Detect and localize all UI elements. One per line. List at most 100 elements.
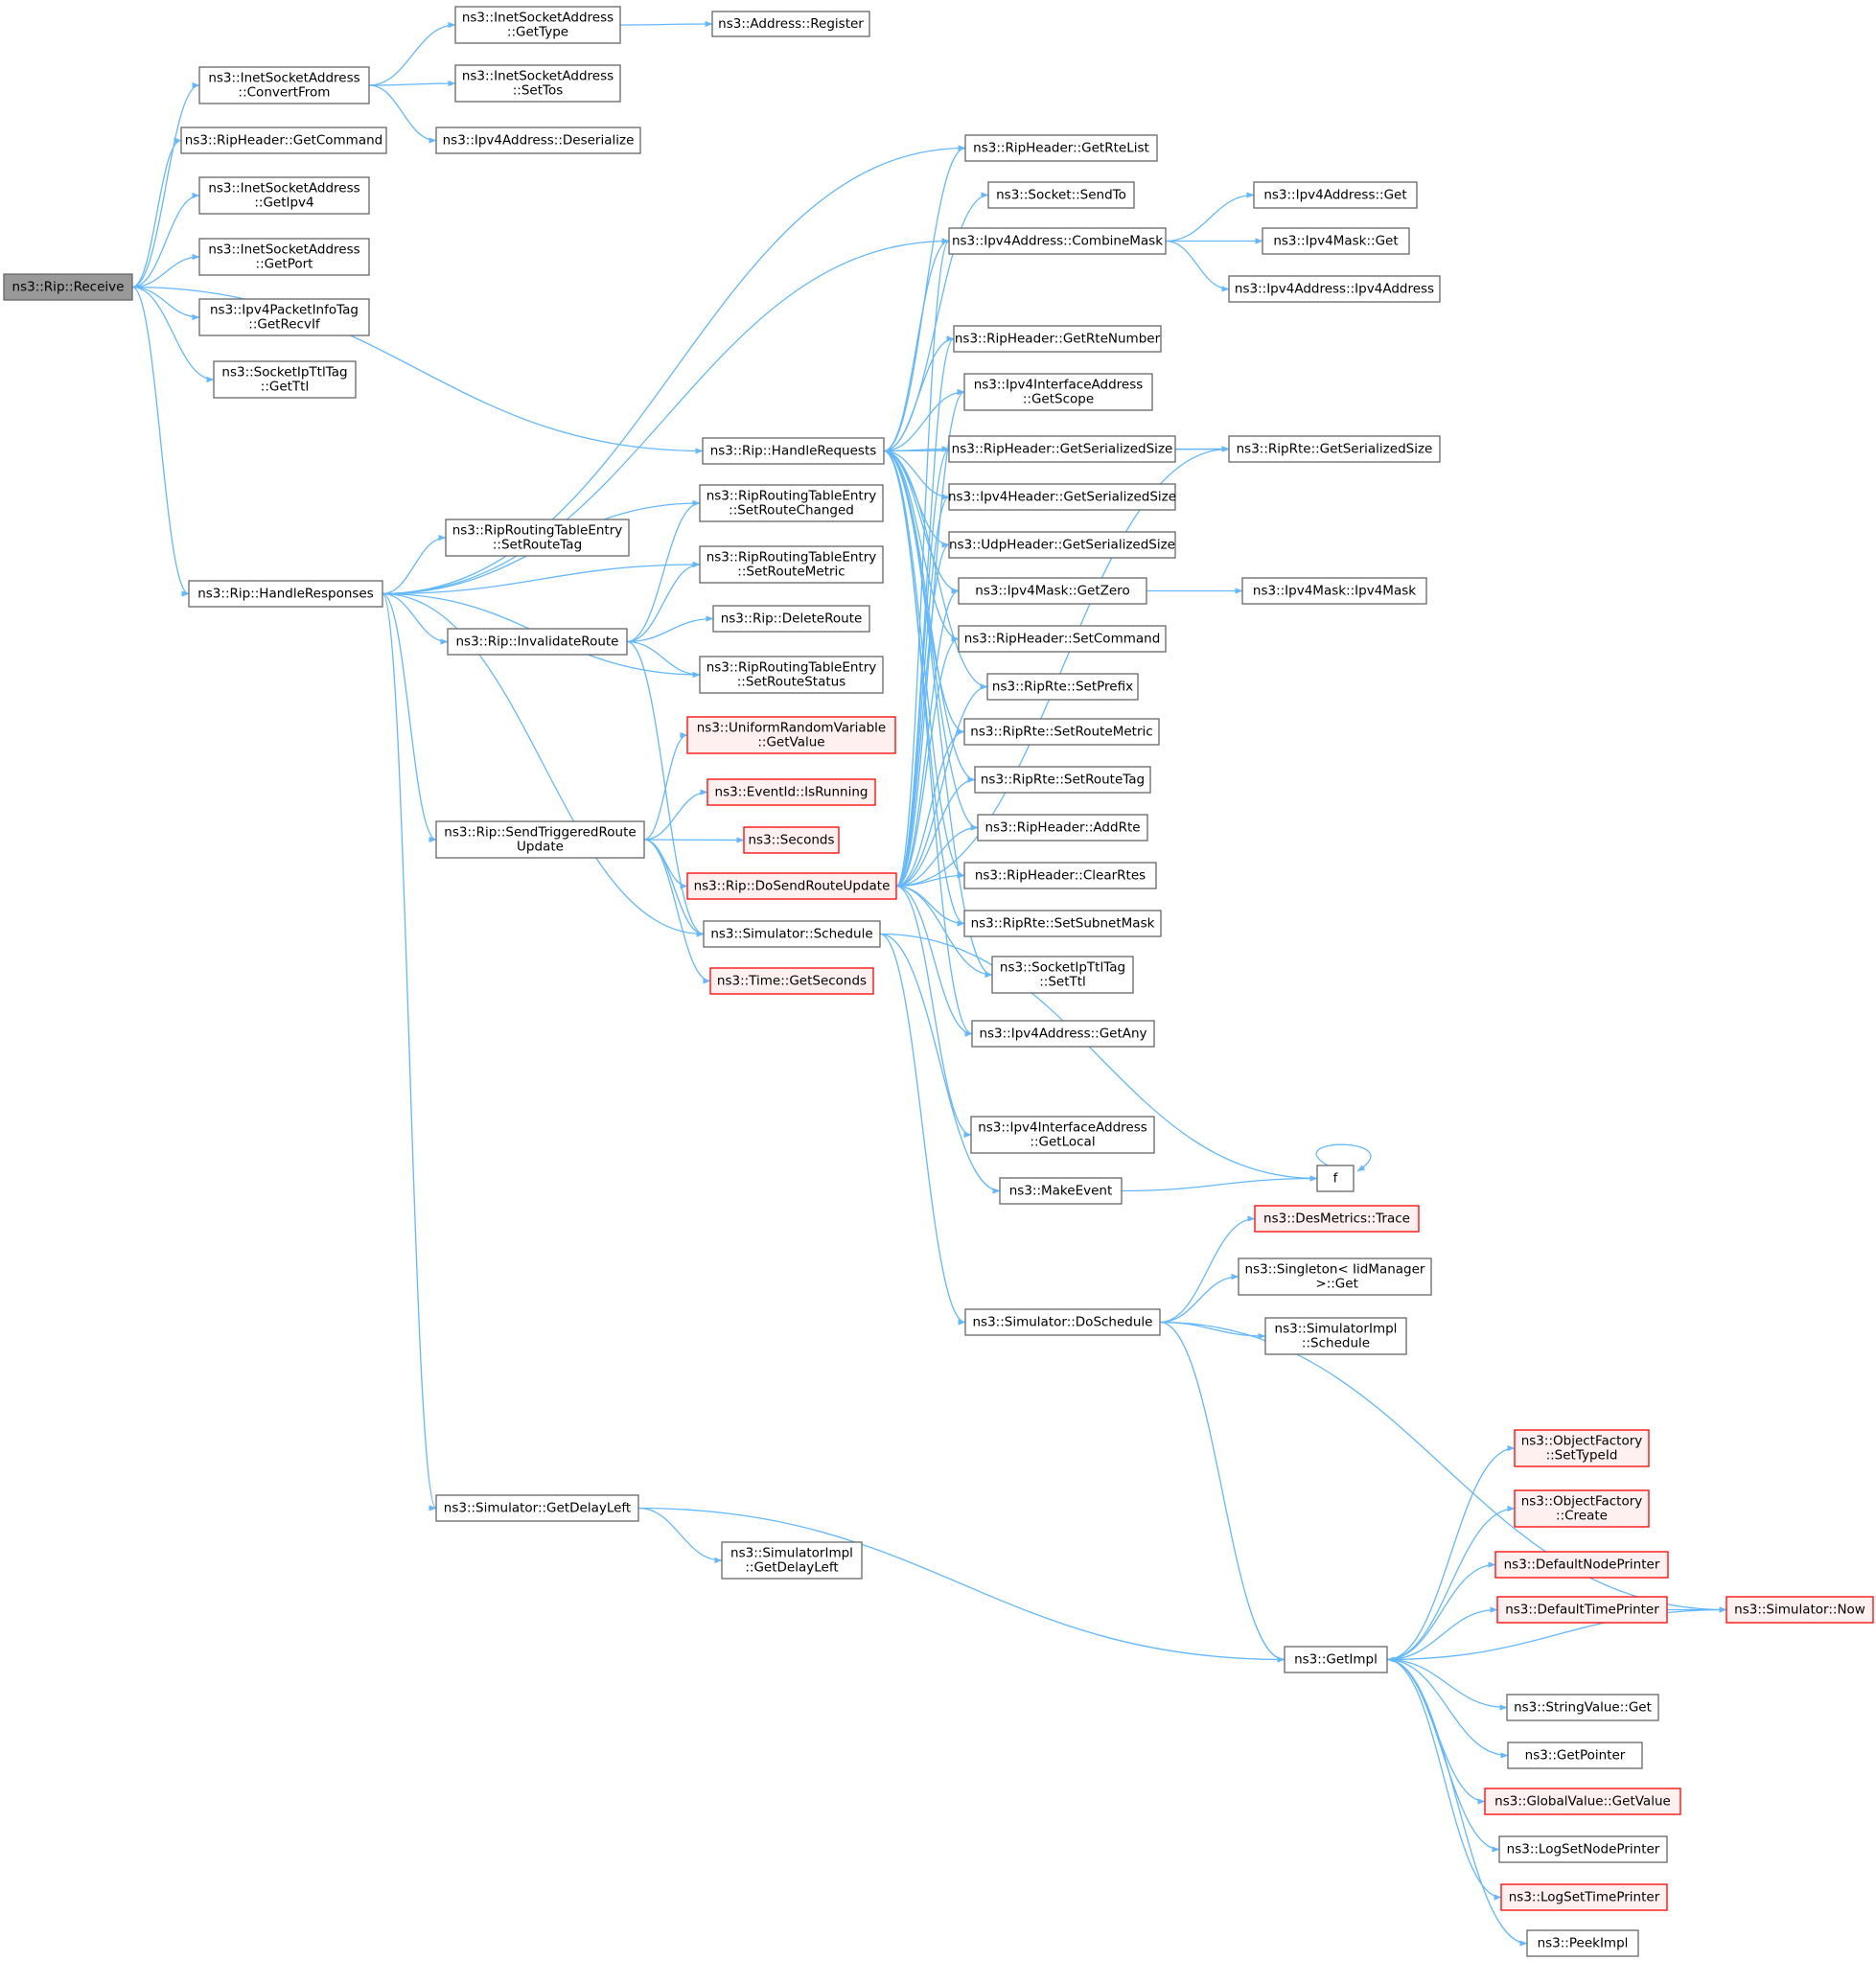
node-getrtelist[interactable]: ns3::RipHeader::GetRteList	[964, 134, 1158, 162]
node-convertfrom[interactable]: ns3::InetSocketAddress::ConvertFrom	[198, 66, 370, 104]
node-box[interactable]	[686, 872, 897, 900]
node-box[interactable]	[1498, 1835, 1668, 1863]
node-setttl[interactable]: ns3::SocketIpTtlTag::SetTtl	[991, 956, 1134, 994]
node-doschedule[interactable]: ns3::Simulator::DoSchedule	[964, 1308, 1161, 1336]
node-box[interactable]	[948, 483, 1176, 511]
node-box[interactable]	[1253, 181, 1418, 209]
node-box[interactable]	[963, 862, 1157, 889]
node-setprefix[interactable]: ns3::RipRte::SetPrefix	[986, 673, 1139, 701]
node-box[interactable]	[435, 127, 641, 154]
node-handleresponses[interactable]: ns3::Rip::HandleResponses	[188, 580, 383, 608]
node-box[interactable]	[699, 484, 884, 522]
node-box[interactable]	[1514, 1489, 1650, 1528]
node-ipv4addrget[interactable]: ns3::Ipv4Address::Get	[1253, 181, 1418, 209]
node-peekimpl[interactable]: ns3::PeekImpl	[1526, 1929, 1639, 1957]
node-box[interactable]	[1264, 1317, 1407, 1355]
node-dosendrouteupdate[interactable]: ns3::Rip::DoSendRouteUpdate	[686, 872, 897, 900]
node-create[interactable]: ns3::ObjectFactory::Create	[1514, 1489, 1650, 1528]
node-box[interactable]	[686, 716, 896, 754]
node-box[interactable]	[970, 1116, 1155, 1154]
node-getrtenumber[interactable]: ns3::RipHeader::GetRteNumber	[953, 325, 1162, 353]
node-box[interactable]	[971, 1020, 1155, 1048]
node-box[interactable]	[1262, 227, 1410, 255]
node-clearrtes[interactable]: ns3::RipHeader::ClearRtes	[963, 862, 1157, 889]
node-gettype[interactable]: ns3::InetSocketAddress::GetType	[454, 6, 621, 44]
node-seconds[interactable]: ns3::Seconds	[743, 826, 840, 854]
node-setroutechanged[interactable]: ns3::RipRoutingTableEntry::SetRouteChang…	[699, 484, 884, 522]
node-defaulttimeprinter[interactable]: ns3::DefaultTimePrinter	[1496, 1596, 1668, 1624]
node-getdelayleft[interactable]: ns3::Simulator::GetDelayLeft	[435, 1494, 639, 1522]
node-schedule[interactable]: ns3::Simulator::Schedule	[703, 920, 881, 948]
node-rtesetroutetagentry[interactable]: ns3::RipRoutingTableEntry::SetRouteTag	[445, 519, 630, 557]
node-ripertesize[interactable]: ns3::RipRte::GetSerializedSize	[1228, 435, 1441, 463]
node-box[interactable]	[706, 778, 876, 806]
node-box[interactable]	[1507, 1742, 1643, 1769]
node-settypeid[interactable]: ns3::ObjectFactory::SetTypeId	[1514, 1429, 1650, 1467]
node-deserialize[interactable]: ns3::Ipv4Address::Deserialize	[435, 127, 641, 154]
node-box[interactable]	[3, 273, 133, 301]
node-setroutestatus[interactable]: ns3::RipRoutingTableEntry::SetRouteStatu…	[699, 656, 884, 694]
node-box[interactable]	[963, 718, 1160, 746]
node-setsubnetmask[interactable]: ns3::RipRte::SetSubnetMask	[963, 910, 1162, 937]
node-box[interactable]	[958, 577, 1147, 605]
node-box[interactable]	[703, 920, 881, 948]
node-box[interactable]	[1228, 435, 1441, 463]
node-box[interactable]	[447, 628, 628, 656]
node-getany[interactable]: ns3::Ipv4Address::GetAny	[971, 1020, 1155, 1048]
node-register[interactable]: ns3::Address::Register	[711, 11, 870, 37]
node-urvgetvalue[interactable]: ns3::UniformRandomVariable::GetValue	[686, 716, 896, 754]
node-getcommand[interactable]: ns3::RipHeader::GetCommand	[180, 127, 387, 154]
node-box[interactable]	[454, 6, 621, 44]
node-box[interactable]	[1496, 1596, 1668, 1624]
node-getscope[interactable]: ns3::Ipv4InterfaceAddress::GetScope	[963, 373, 1153, 411]
node-addrte[interactable]: ns3::RipHeader::AddRte	[977, 814, 1148, 842]
node-deleteroute[interactable]: ns3::Rip::DeleteRoute	[712, 605, 870, 633]
node-box[interactable]	[948, 227, 1167, 255]
node-globalvalueget[interactable]: ns3::GlobalValue::GetValue	[1484, 1788, 1681, 1815]
node-box[interactable]	[709, 967, 874, 995]
node-getimpl[interactable]: ns3::GetImpl	[1284, 1646, 1388, 1673]
node-box[interactable]	[743, 826, 840, 854]
node-box[interactable]	[1514, 1429, 1650, 1467]
node-box[interactable]	[974, 766, 1151, 794]
node-riphdrsize[interactable]: ns3::RipHeader::GetSerializedSize	[948, 435, 1176, 463]
node-box[interactable]	[1500, 1883, 1668, 1911]
node-makeevent[interactable]: ns3::MakeEvent	[999, 1177, 1123, 1205]
node-box[interactable]	[977, 814, 1148, 842]
node-box[interactable]	[712, 605, 870, 633]
node-box[interactable]	[1316, 1165, 1355, 1192]
node-simimplgetdelayleft[interactable]: ns3::SimulatorImpl::GetDelayLeft	[721, 1541, 863, 1580]
node-f[interactable]: f	[1316, 1165, 1355, 1192]
node-box[interactable]	[721, 1541, 863, 1580]
node-box[interactable]	[1228, 275, 1441, 303]
node-box[interactable]	[948, 435, 1176, 463]
node-sendto[interactable]: ns3::Socket::SendTo	[987, 181, 1135, 209]
node-box[interactable]	[963, 373, 1153, 411]
node-isrunning[interactable]: ns3::EventId::IsRunning	[706, 778, 876, 806]
node-stringvalueget[interactable]: ns3::StringValue::Get	[1506, 1694, 1659, 1721]
node-getzero[interactable]: ns3::Ipv4Mask::GetZero	[958, 577, 1147, 605]
node-receive[interactable]: ns3::Rip::Receive	[3, 273, 133, 301]
node-box[interactable]	[1494, 1551, 1669, 1579]
node-box[interactable]	[964, 134, 1158, 162]
node-box[interactable]	[213, 360, 357, 399]
node-box[interactable]	[445, 519, 630, 557]
node-box[interactable]	[435, 820, 645, 859]
node-box[interactable]	[1526, 1929, 1639, 1957]
node-box[interactable]	[702, 437, 885, 465]
node-invalidateroute[interactable]: ns3::Rip::InvalidateRoute	[447, 628, 628, 656]
node-getlocal[interactable]: ns3::Ipv4InterfaceAddress::GetLocal	[970, 1116, 1155, 1154]
node-setroutemetricentry[interactable]: ns3::RipRoutingTableEntry::SetRouteMetri…	[699, 545, 884, 584]
node-box[interactable]	[198, 238, 370, 276]
node-getport[interactable]: ns3::InetSocketAddress::GetPort	[198, 238, 370, 276]
node-box[interactable]	[198, 176, 370, 215]
node-setcommand[interactable]: ns3::RipHeader::SetCommand	[958, 625, 1167, 653]
node-box[interactable]	[435, 1494, 639, 1522]
node-rtesetroutetag[interactable]: ns3::RipRte::SetRouteTag	[974, 766, 1151, 794]
node-rtesetroutemetric[interactable]: ns3::RipRte::SetRouteMetric	[963, 718, 1160, 746]
node-ipv4maskget[interactable]: ns3::Ipv4Mask::Get	[1262, 227, 1410, 255]
node-box[interactable]	[198, 66, 370, 104]
node-settos[interactable]: ns3::InetSocketAddress::SetTos	[454, 64, 621, 103]
node-box[interactable]	[953, 325, 1162, 353]
node-timegetseconds[interactable]: ns3::Time::GetSeconds	[709, 967, 874, 995]
